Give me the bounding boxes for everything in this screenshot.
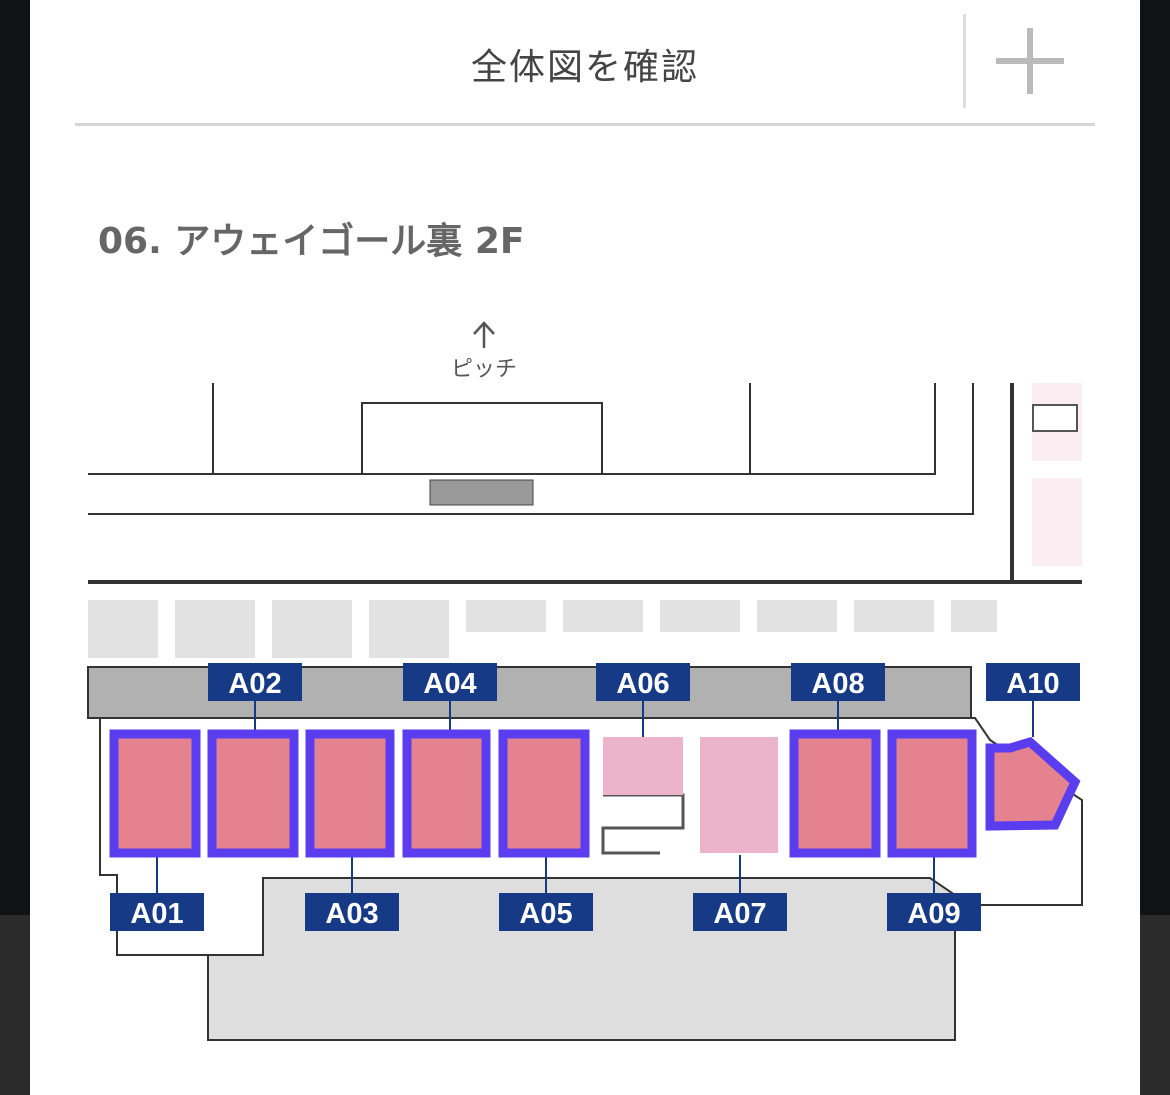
booth-a08[interactable]: A08 [789, 663, 885, 858]
booth-label-bg[interactable] [887, 893, 981, 931]
pitch-direction: ピッチ [451, 321, 517, 382]
stairs-icon [1032, 404, 1078, 432]
booth-label-bg[interactable] [596, 663, 690, 701]
booth-area[interactable] [603, 737, 683, 795]
booth-a07[interactable]: A07 [693, 737, 787, 931]
header-divider [963, 14, 966, 108]
side-area [1032, 478, 1082, 566]
booth-label[interactable]: A01 [130, 898, 183, 930]
booth-area[interactable] [402, 729, 491, 858]
booth-area[interactable] [498, 729, 590, 858]
booth-label-bg[interactable] [208, 663, 302, 701]
hatched-area [429, 479, 534, 506]
booth-label-bg[interactable] [110, 893, 204, 931]
arrow-up-icon [473, 321, 495, 348]
booth-area[interactable] [305, 729, 395, 858]
booth-label-bg[interactable] [305, 893, 399, 931]
booth-label[interactable]: A03 [325, 898, 378, 930]
booth-area[interactable] [207, 729, 299, 858]
booth-area[interactable] [700, 737, 778, 853]
header-rule [75, 123, 1095, 126]
booth-label[interactable]: A08 [811, 668, 864, 700]
stand-structure [88, 383, 1082, 584]
booth-label[interactable]: A05 [519, 898, 572, 930]
plus-icon[interactable] [996, 28, 1064, 94]
view-overall-map-title[interactable]: 全体図を確認 [470, 47, 699, 88]
booth-label[interactable]: A07 [713, 898, 766, 930]
booth-label[interactable]: A02 [228, 668, 281, 700]
booth-a01[interactable]: A01 [109, 729, 204, 931]
booth-area[interactable] [789, 729, 881, 858]
booth-area[interactable] [887, 729, 977, 858]
booth-label-bg[interactable] [693, 893, 787, 931]
pitch-label: ピッチ [451, 357, 517, 382]
booth-label[interactable]: A06 [616, 668, 669, 700]
booth-a03[interactable]: A03 [305, 729, 399, 931]
booth-label[interactable]: A04 [423, 668, 476, 700]
booth-a06[interactable]: A06 [596, 663, 690, 795]
booth-label-bg[interactable] [403, 663, 497, 701]
floor-title: 06. アウェイゴール裏 2F [98, 221, 525, 262]
seat-blocks [88, 600, 997, 658]
booth-a09[interactable]: A09 [887, 729, 981, 931]
booth-area[interactable] [109, 729, 201, 858]
booth-label-bg[interactable] [791, 663, 885, 701]
booth-label[interactable]: A09 [907, 898, 960, 930]
booth-label-bg[interactable] [986, 663, 1080, 701]
booth-label-bg[interactable] [499, 893, 593, 931]
background-left [0, 915, 30, 1095]
booth-a04[interactable]: A04 [402, 663, 497, 858]
background-right [1140, 915, 1170, 1095]
booth-a10[interactable]: A10 [985, 663, 1081, 831]
booth-area[interactable] [985, 736, 1081, 831]
booth-a05[interactable]: A05 [498, 729, 593, 931]
booth-a02[interactable]: A02 [207, 663, 302, 858]
booth-label[interactable]: A10 [1006, 668, 1059, 700]
